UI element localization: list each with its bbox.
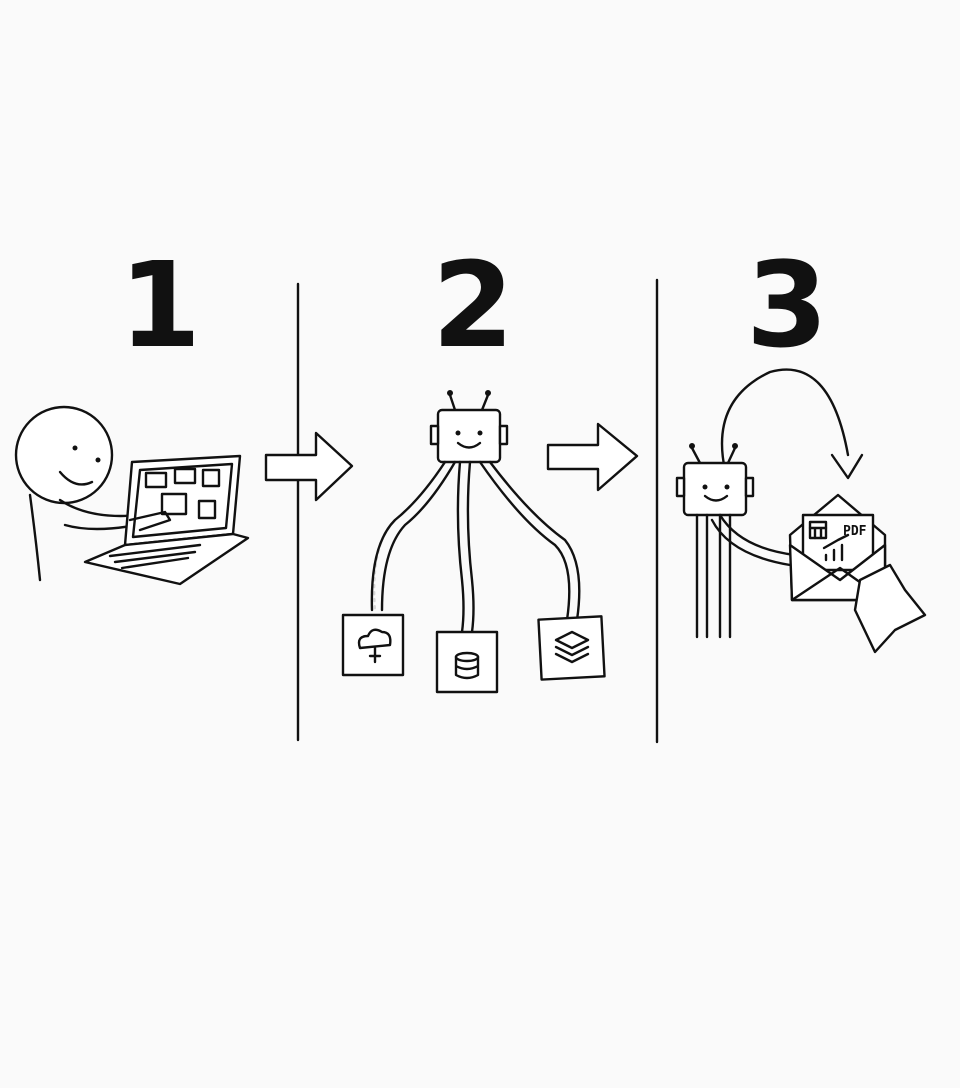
curved-arrow-icon <box>720 368 850 472</box>
step-number-2: 2 <box>432 236 514 374</box>
robot-head <box>682 461 748 517</box>
robot-head <box>436 408 502 464</box>
laptop-keyboard <box>83 532 250 586</box>
robot-delivery-illustration: PDF <box>675 368 927 654</box>
step-number-1: 1 <box>119 236 201 374</box>
person-head <box>14 405 114 505</box>
robot-app-tile <box>160 492 188 516</box>
app-tile <box>144 471 168 489</box>
hand-receiving <box>853 563 927 654</box>
right-arrow-icon <box>546 422 639 492</box>
person-using-laptop-illustration <box>14 405 250 586</box>
step-number-3: 3 <box>746 236 828 374</box>
right-arrow-icon <box>264 431 354 502</box>
robot-multi-arm-illustration <box>341 390 606 694</box>
cloud-box <box>341 613 405 677</box>
